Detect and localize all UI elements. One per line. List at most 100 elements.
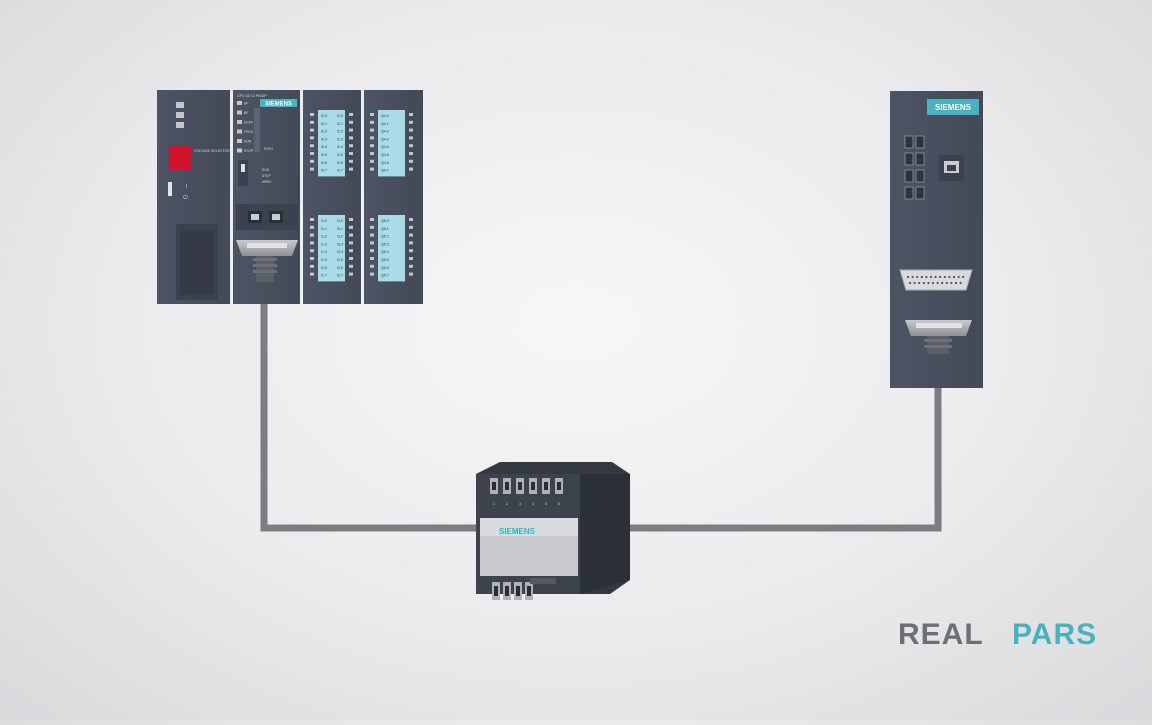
io-address-label: I3.1 — [337, 227, 343, 231]
cpu-led — [237, 101, 242, 105]
io-address-label: I1.2 — [321, 235, 327, 239]
io-led — [409, 159, 413, 163]
cpu-led — [237, 120, 242, 124]
profibus-connector-plc — [236, 240, 298, 282]
io-address-label: I0.4 — [321, 145, 327, 149]
io-address-label: Q4.4 — [381, 145, 389, 149]
io-led — [370, 136, 374, 140]
io-address-label: I0.7 — [321, 169, 327, 173]
io-led — [349, 159, 353, 163]
siemens-logo-cpu — [260, 99, 297, 107]
io-address-label: I0.1 — [321, 122, 327, 126]
io-address-label: I3.0 — [337, 219, 343, 223]
mode-label: STOP — [262, 174, 271, 178]
io-led — [409, 257, 413, 260]
remote-led — [915, 135, 925, 149]
io-address-label: I2.4 — [337, 145, 343, 149]
io-address-label: Q5.6 — [381, 266, 389, 270]
ethernet-port-1 — [248, 211, 262, 223]
io-led — [409, 152, 413, 155]
io-address-label: Q4.1 — [381, 122, 389, 126]
io-led — [349, 113, 353, 116]
io-address-label: I0.5 — [321, 153, 327, 157]
channel-number: 1 — [493, 501, 496, 506]
do-labels-bottom: Q5.0Q5.1Q5.2Q5.3Q5.4Q5.5Q5.6Q5.7 — [370, 215, 413, 282]
channel-number: 2 — [506, 501, 509, 506]
io-led — [349, 144, 353, 148]
mode-label: RUN — [262, 168, 270, 172]
io-led — [349, 167, 353, 171]
cable-right — [622, 350, 942, 532]
io-led — [409, 128, 413, 132]
remote-led — [904, 186, 914, 200]
io-led — [310, 225, 314, 229]
io-led — [349, 152, 353, 155]
cpu-brand: SIEMENS — [265, 101, 292, 107]
io-address-label: I2.6 — [337, 161, 343, 165]
io-led — [310, 233, 314, 237]
io-led — [409, 233, 413, 237]
io-address-label: Q4.6 — [381, 161, 389, 165]
io-led — [349, 257, 353, 260]
cpu-led — [237, 148, 242, 153]
io-led — [310, 167, 314, 171]
io-address-label: I1.1 — [321, 227, 327, 231]
io-led — [409, 249, 413, 253]
cpu-led-label: DC5V — [244, 121, 254, 125]
io-led — [370, 249, 374, 253]
psu-switch — [168, 182, 172, 196]
io-led — [409, 241, 413, 245]
io-address-label: Q4.3 — [381, 137, 389, 141]
io-address-label: Q4.0 — [381, 114, 389, 118]
voltage-selector-indicator — [169, 146, 191, 170]
mode-switch — [238, 160, 248, 186]
io-address-label: I3.6 — [337, 266, 343, 270]
io-led — [370, 264, 374, 268]
cpu-led — [237, 129, 242, 134]
io-led — [409, 225, 413, 229]
io-address-label: I0.0 — [321, 114, 327, 118]
digital-output-module: Q4.0Q4.1Q4.2Q4.3Q4.4Q4.5Q4.6Q4.7 Q5.0Q5.… — [364, 90, 423, 304]
io-led — [409, 113, 413, 116]
channel-number: 3 — [519, 501, 522, 506]
memory-card-slot — [254, 108, 260, 152]
io-address-label: I3.7 — [337, 274, 343, 278]
io-address-label: I0.2 — [321, 130, 327, 134]
io-address-label: I1.6 — [321, 266, 327, 270]
io-led — [370, 120, 374, 124]
io-led — [310, 120, 314, 124]
io-led — [310, 241, 314, 245]
mode-label: MRES — [262, 180, 271, 184]
io-address-label: I1.4 — [321, 250, 327, 254]
io-led — [370, 144, 374, 148]
io-led — [409, 272, 413, 276]
io-address-label: Q4.5 — [381, 153, 389, 157]
ethernet-port-2 — [269, 211, 283, 223]
io-address-label: Q5.4 — [381, 250, 389, 254]
io-led — [370, 225, 374, 229]
cpu-led-label: RUN — [244, 140, 252, 144]
io-led — [370, 218, 374, 221]
io-address-label: Q5.5 — [381, 258, 389, 262]
repeater-top-connectors — [490, 478, 563, 494]
io-address-label: I2.7 — [337, 169, 343, 173]
io-led — [349, 218, 353, 221]
logo-text-real: REAL — [898, 618, 984, 651]
io-address-label: I0.3 — [321, 137, 327, 141]
io-led — [370, 128, 374, 132]
remote-status-leds — [904, 135, 925, 200]
io-led — [310, 128, 314, 132]
io-led — [349, 264, 353, 268]
remote-led — [904, 152, 914, 166]
io-address-label: I0.6 — [321, 161, 327, 165]
io-led — [310, 113, 314, 116]
db25-port-remote — [899, 269, 973, 291]
channel-number: 5 — [545, 501, 548, 506]
io-led — [349, 241, 353, 245]
power-icon: ⏻ — [183, 194, 188, 201]
